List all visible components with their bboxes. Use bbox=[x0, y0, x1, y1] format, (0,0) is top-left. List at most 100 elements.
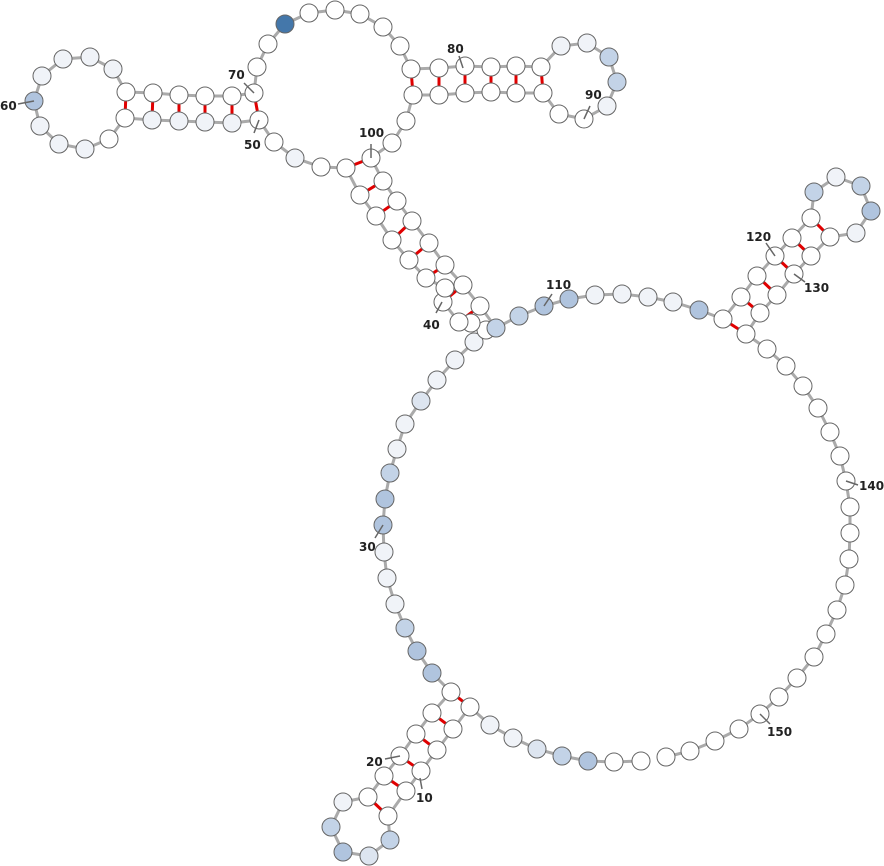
nucleotide bbox=[455, 56, 475, 76]
position-label-140: 140 bbox=[859, 479, 884, 493]
nucleotide bbox=[258, 34, 278, 54]
nucleotide bbox=[395, 414, 415, 434]
nucleotide bbox=[840, 523, 860, 543]
nucleotide bbox=[801, 208, 821, 228]
nucleotide bbox=[195, 86, 215, 106]
nucleotide bbox=[299, 3, 319, 23]
nucleotide bbox=[449, 312, 469, 332]
nucleotide bbox=[429, 85, 449, 105]
nucleotide bbox=[374, 766, 394, 786]
position-label-90: 90 bbox=[585, 88, 602, 102]
nucleotide bbox=[689, 300, 709, 320]
nucleotide bbox=[374, 542, 394, 562]
nucleotide bbox=[416, 268, 436, 288]
label-tick-70 bbox=[243, 82, 255, 94]
nucleotide bbox=[443, 719, 463, 739]
nucleotide bbox=[373, 171, 393, 191]
nucleotide bbox=[264, 132, 284, 152]
nucleotide bbox=[599, 47, 619, 67]
nucleotide bbox=[846, 223, 866, 243]
nucleotide bbox=[30, 116, 50, 136]
nucleotide bbox=[782, 228, 802, 248]
position-label-20: 20 bbox=[366, 755, 383, 769]
position-label-70: 70 bbox=[228, 68, 245, 82]
nucleotide bbox=[585, 285, 605, 305]
nucleotide bbox=[325, 0, 345, 20]
nucleotide bbox=[350, 185, 370, 205]
nucleotide bbox=[169, 85, 189, 105]
base-pair-bond bbox=[422, 738, 431, 746]
nucleotide bbox=[275, 14, 295, 34]
nucleotide bbox=[435, 278, 455, 298]
nucleotide bbox=[680, 741, 700, 761]
nucleotide bbox=[321, 817, 341, 837]
nucleotide bbox=[401, 59, 421, 79]
nucleotide bbox=[804, 647, 824, 667]
nucleotide-layer bbox=[24, 0, 881, 866]
base-pair-bond bbox=[367, 184, 376, 192]
nucleotide bbox=[767, 285, 787, 305]
nucleotide bbox=[663, 292, 683, 312]
position-label-110: 110 bbox=[546, 278, 571, 292]
base-pair-bond bbox=[747, 301, 754, 309]
nucleotide bbox=[336, 158, 356, 178]
nucleotide bbox=[612, 284, 632, 304]
nucleotide bbox=[441, 682, 461, 702]
nucleotide bbox=[455, 83, 475, 103]
nucleotide bbox=[729, 719, 749, 739]
position-label-130: 130 bbox=[804, 281, 829, 295]
base-pair-bond bbox=[390, 780, 400, 787]
nucleotide bbox=[53, 49, 73, 69]
nucleotide bbox=[429, 58, 449, 78]
nucleotide bbox=[713, 309, 733, 329]
position-label-40: 40 bbox=[423, 318, 440, 332]
label-tick-10 bbox=[419, 777, 423, 790]
position-label-60: 60 bbox=[0, 99, 17, 113]
nucleotide bbox=[835, 575, 855, 595]
nucleotide bbox=[776, 356, 796, 376]
nucleotide bbox=[103, 59, 123, 79]
nucleotide bbox=[820, 227, 840, 247]
nucleotide bbox=[333, 792, 353, 812]
base-pair-bond bbox=[406, 760, 415, 767]
base-pair-bond bbox=[729, 322, 740, 331]
label-tick-140 bbox=[845, 480, 859, 486]
nucleotide bbox=[736, 324, 756, 344]
label-tick-110 bbox=[543, 293, 553, 307]
nucleotide bbox=[816, 624, 836, 644]
nucleotide bbox=[387, 439, 407, 459]
base-pair-bond bbox=[457, 696, 464, 703]
nucleotide bbox=[247, 57, 267, 77]
nucleotide bbox=[731, 287, 751, 307]
nucleotide bbox=[115, 108, 135, 128]
nucleotide bbox=[49, 134, 69, 154]
nucleotide bbox=[820, 422, 840, 442]
position-label-10: 10 bbox=[416, 791, 433, 805]
label-tick-130 bbox=[793, 273, 806, 283]
nucleotide bbox=[597, 96, 617, 116]
position-label-layer: 10 20 30 40 50 60 70 80 90 100 110 120 1… bbox=[0, 42, 884, 805]
nucleotide bbox=[377, 568, 397, 588]
backbone-hairpin-5prime bbox=[329, 690, 472, 858]
nucleotide bbox=[460, 697, 480, 717]
nucleotide bbox=[757, 339, 777, 359]
nucleotide bbox=[116, 82, 136, 102]
nucleotide bbox=[839, 549, 859, 569]
nucleotide bbox=[705, 731, 725, 751]
nucleotide bbox=[396, 781, 416, 801]
nucleotide bbox=[399, 250, 419, 270]
position-label-50: 50 bbox=[244, 138, 261, 152]
nucleotide bbox=[358, 787, 378, 807]
nucleotide bbox=[656, 747, 676, 767]
nucleotide bbox=[142, 110, 162, 130]
nucleotide bbox=[506, 83, 526, 103]
position-label-30: 30 bbox=[359, 540, 376, 554]
nucleotide bbox=[793, 376, 813, 396]
nucleotide bbox=[607, 72, 627, 92]
nucleotide bbox=[333, 842, 353, 862]
base-pair-bond bbox=[780, 261, 789, 269]
label-tick-50 bbox=[253, 119, 260, 134]
base-pair-bond bbox=[373, 802, 383, 811]
nucleotide bbox=[804, 182, 824, 202]
